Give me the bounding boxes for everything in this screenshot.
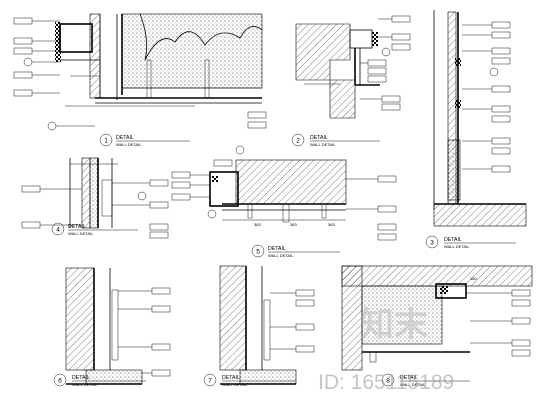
detail-6: 6 DETAIL WALL DETAIL: [53, 267, 171, 387]
detail-8-subtitle: WALL DETAIL: [400, 382, 426, 387]
detail-7-callouts: [270, 289, 315, 353]
detail-5-number: 5: [256, 249, 260, 256]
detail-7-number: 7: [208, 378, 212, 385]
detail-1-number-bubble: [99, 133, 113, 147]
detail-7-number-bubble: [203, 373, 217, 387]
detail-2-subtitle: WALL DETAIL: [310, 142, 336, 147]
detail-8-dim: 180: [470, 276, 477, 281]
watermark: 知末 ID: 165115189: [318, 305, 454, 394]
detail-3-subtitle: WALL DETAIL: [444, 244, 470, 249]
detail-1-callouts: [13, 17, 267, 131]
detail-5-dim-1: 383: [254, 222, 261, 227]
detail-6-number: 6: [58, 378, 62, 385]
detail-5-dim-3: 383: [328, 222, 335, 227]
detail-5-subtitle: WALL DETAIL: [268, 253, 294, 258]
detail-2: 2 DETAIL WALL DETAIL: [291, 15, 411, 147]
detail-1-number: 1: [104, 138, 108, 145]
detail-6-title: DETAIL: [72, 375, 90, 381]
detail-8-number-bubble: [381, 373, 395, 387]
detail-3-number-bubble: [425, 235, 439, 249]
watermark-id: ID: 165115189: [318, 371, 454, 394]
detail-7-subtitle: WALL DETAIL: [222, 382, 248, 387]
detail-2-number: 2: [296, 138, 300, 145]
detail-8-title: DETAIL: [400, 375, 418, 381]
watermark-logo: 知末: [360, 305, 428, 345]
detail-2-title: DETAIL: [310, 135, 328, 141]
detail-8: 180 8 DETAIL WALL DETAIL: [341, 265, 533, 387]
detail-4-number-bubble: [51, 222, 65, 236]
detail-8-number: 8: [386, 378, 390, 385]
detail-6-subtitle: WALL DETAIL: [72, 382, 98, 387]
detail-3-number: 3: [430, 240, 434, 247]
detail-5: 383 383 383 5 DETAIL WALL DETAIL: [171, 145, 397, 258]
detail-3-callouts: [462, 21, 511, 173]
detail-6-callouts: [118, 287, 171, 377]
detail-4: 4 DETAIL WALL DETAIL: [21, 157, 169, 239]
detail-2-callouts: [360, 15, 411, 111]
detail-5-dim-2: 383: [290, 222, 297, 227]
detail-3: 3 DETAIL WALL DETAIL: [425, 10, 527, 249]
detail-1: 1 DETAIL WALL DETAIL: [13, 13, 267, 147]
detail-7: 7 DETAIL WALL DETAIL: [203, 265, 315, 387]
detail-4-number: 4: [56, 227, 60, 234]
detail-5-callouts: [171, 145, 397, 241]
detail-7-title: DETAIL: [222, 375, 240, 381]
detail-2-number-bubble: [291, 133, 305, 147]
detail-1-subtitle: WALL DETAIL: [116, 142, 142, 147]
detail-1-title: DETAIL: [116, 135, 134, 141]
detail-8-callouts: [466, 289, 531, 357]
detail-3-title: DETAIL: [444, 237, 462, 243]
detail-4-subtitle: WALL DETAIL: [68, 231, 94, 236]
detail-4-title: DETAIL: [68, 224, 86, 230]
detail-6-number-bubble: [53, 373, 67, 387]
detail-5-number-bubble: [251, 244, 265, 258]
detail-4-callouts: [21, 179, 169, 239]
detail-5-title: DETAIL: [268, 246, 286, 252]
